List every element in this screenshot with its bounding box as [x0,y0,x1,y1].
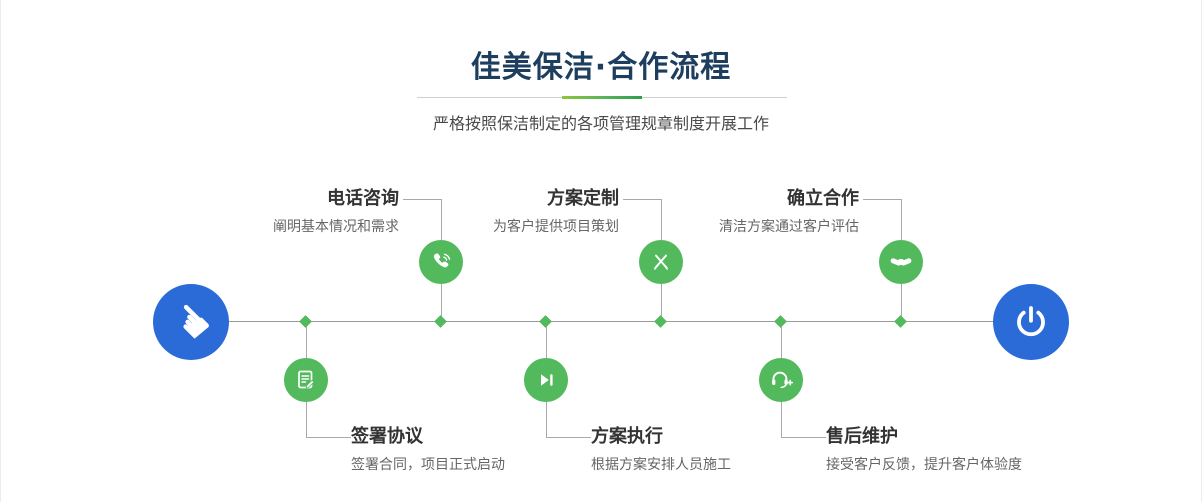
step-node-support [759,358,803,402]
connector-line [403,199,441,200]
divider-accent [562,96,642,99]
step-title: 方案执行 [591,426,663,447]
timeline-node-diamond [894,315,907,328]
step-label-phone: 电话咨询 阐明基本情况和需求 [273,187,399,237]
page-title: 佳美保洁·合作流程 [470,50,732,85]
timeline-line [191,321,1031,322]
connector-line [546,437,591,438]
connector-line [546,402,547,438]
hand-pointer-icon: ☚ [159,289,224,354]
step-node-phone [419,240,463,284]
step-desc: 签署合同，项目正式启动 [351,457,505,473]
step-node-design [639,240,683,284]
power-icon [1017,306,1045,337]
phone-icon [433,253,451,268]
connector-line [623,199,661,200]
title-divider [417,96,787,99]
connector-line [661,284,662,321]
connector-line [901,199,902,240]
step-desc: 阐明基本情况和需求 [273,219,399,235]
connector-line [901,284,902,321]
timeline-node-diamond [299,315,312,328]
page-subtitle: 严格按照保洁制定的各项管理规章制度开展工作 [432,114,769,133]
connector-line [441,199,442,240]
step-title: 电话咨询 [327,188,399,209]
contract-icon [298,370,315,389]
timeline-node-diamond [434,315,447,328]
connector-line [306,402,307,438]
step-node-cooperation [879,240,923,284]
step-desc: 根据方案安排人员施工 [591,457,731,473]
step-label-design: 方案定制 为客户提供项目策划 [493,187,619,237]
timeline-node-diamond [539,315,552,328]
step-desc: 清洁方案通过客户评估 [719,219,859,235]
step-node-execute [524,358,568,402]
connector-line [661,199,662,240]
step-title: 方案定制 [547,188,619,209]
step-label-contract: 签署协议 签署合同，项目正式启动 [351,425,505,475]
connector-line [863,199,901,200]
handshake-icon [890,258,912,266]
headset-icon [772,371,794,389]
timeline-node-diamond [774,315,787,328]
timeline-end-hub [993,284,1069,360]
connector-line [306,322,307,358]
step-desc: 为客户提供项目策划 [493,219,619,235]
step-title: 确立合作 [787,188,859,209]
connector-line [781,437,826,438]
connector-line [781,322,782,358]
connector-line [441,284,442,321]
connector-line [546,322,547,358]
step-desc: 接受客户反馈，提升客户体验度 [826,457,1022,473]
step-label-cooperation: 确立合作 清洁方案通过客户评估 [719,187,859,237]
step-label-support: 售后维护 接受客户反馈，提升客户体验度 [826,425,1022,475]
step-node-contract [284,358,328,402]
step-title: 签署协议 [351,426,423,447]
timeline-start-hub: ☚ [153,284,229,360]
connector-line [306,437,351,438]
timeline-node-diamond [654,315,667,328]
play-execute-icon [541,374,553,386]
step-title: 售后维护 [826,426,898,447]
design-pen-icon [654,254,668,270]
connector-line [781,402,782,438]
step-label-execute: 方案执行 根据方案安排人员施工 [591,425,731,475]
